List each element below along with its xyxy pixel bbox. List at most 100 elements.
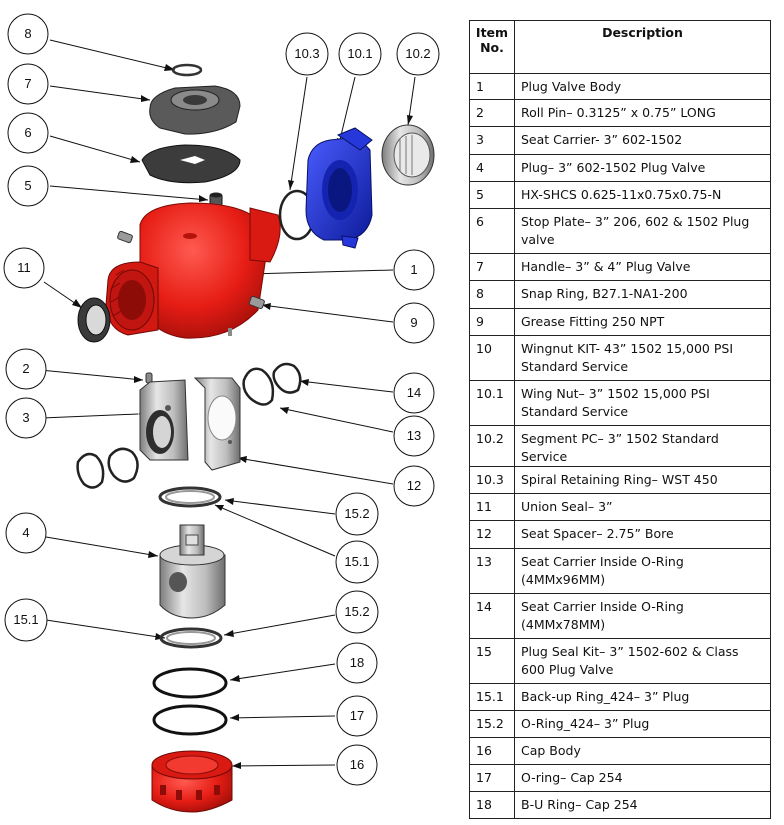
callout-15-1-upper: 15.1	[344, 554, 369, 569]
item-number: 15.2	[469, 710, 515, 738]
wing-nut-part	[305, 127, 373, 249]
item-description: Seat Carrier Inside O-Ring (4MMx78MM)	[514, 593, 771, 639]
item-description: Handle– 3” & 4” Plug Valve	[514, 253, 771, 281]
plug-part	[159, 524, 226, 619]
segment-pc-part	[381, 124, 435, 186]
item-number: 6	[469, 208, 515, 254]
callout-4: 4	[22, 525, 29, 540]
item-description: Grease Fitting 250 NPT	[514, 308, 771, 336]
item-description: Union Seal– 3”	[514, 493, 771, 521]
o-ring-cap-part	[152, 704, 228, 736]
callout-15-2-lower: 15.2	[344, 604, 369, 619]
item-number: 10.1	[469, 380, 515, 426]
plug-valve-body-part	[105, 202, 281, 339]
callout-17: 17	[350, 708, 364, 723]
item-number: 1	[469, 73, 515, 100]
item-description: O-ring– Cap 254	[514, 764, 771, 792]
item-number: 2	[469, 99, 515, 127]
item-description: Wingnut KIT- 43” 1502 15,000 PSI Standar…	[514, 335, 771, 381]
item-number: 18	[469, 791, 515, 819]
grease-fitting-part	[248, 295, 265, 310]
item-description: Roll Pin– 0.3125” x 0.75” LONG	[514, 99, 771, 127]
item-number: 10.3	[469, 466, 515, 494]
callout-11: 11	[17, 260, 31, 275]
item-number: 4	[469, 154, 515, 182]
callout-9: 9	[410, 315, 417, 330]
item-description: Snap Ring, B27.1-NA1-200	[514, 280, 771, 309]
callout-10-3: 10.3	[294, 46, 319, 61]
header-item-no: Item No.	[469, 20, 515, 74]
item-number: 15.1	[469, 683, 515, 711]
callout-2: 2	[22, 361, 29, 376]
item-description: Plug– 3” 602-1502 Plug Valve	[514, 154, 771, 182]
callout-13: 13	[407, 428, 421, 443]
item-number: 5	[469, 181, 515, 209]
item-number: 11	[469, 493, 515, 521]
callout-15-2-upper: 15.2	[344, 506, 369, 521]
item-description: Segment PC– 3” 1502 Standard Service	[514, 425, 771, 467]
union-seal-part	[77, 297, 111, 343]
item-number: 8	[469, 280, 515, 309]
callout-10-1: 10.1	[347, 46, 372, 61]
parts-table-header: Item No. Description	[469, 20, 771, 74]
callout-7: 7	[24, 76, 31, 91]
item-number: 7	[469, 253, 515, 281]
item-number: 15	[469, 638, 515, 684]
item-number: 16	[469, 737, 515, 765]
item-description: Seat Spacer– 2.75” Bore	[514, 520, 771, 549]
seat-spacer-part	[193, 377, 241, 471]
item-description: Cap Body	[514, 737, 771, 765]
item-description: HX-SHCS 0.625-11x0.75x0.75-N	[514, 181, 771, 209]
item-number: 3	[469, 126, 515, 155]
header-description: Description	[514, 20, 771, 74]
callout-12: 12	[407, 478, 421, 493]
callout-3: 3	[22, 410, 29, 425]
callout-8: 8	[24, 26, 31, 41]
hex-screw-part	[209, 192, 223, 207]
item-description: Wing Nut– 3” 1502 15,000 PSI Standard Se…	[514, 380, 771, 426]
callout-6: 6	[24, 125, 31, 140]
item-description: Plug Seal Kit– 3” 1502-602 & Class 600 P…	[514, 638, 771, 684]
item-description: Stop Plate– 3” 206, 602 & 1502 Plug valv…	[514, 208, 771, 254]
item-description: O-Ring_424– 3” Plug	[514, 710, 771, 738]
seat-carrier-o-rings-left-part	[76, 447, 139, 489]
cap-body-part	[151, 750, 233, 813]
item-number: 13	[469, 548, 515, 594]
item-description: Back-up Ring_424– 3” Plug	[514, 683, 771, 711]
plug-seal-rings-lower-part	[159, 627, 223, 649]
exploded-view-diagram: 8 7 6 5 11 10.3 10.1 10.2 1 9 2 3 14 13 …	[3, 13, 440, 813]
callout-15-1-lower: 15.1	[13, 612, 38, 627]
leader-lines	[39, 39, 416, 767]
item-description: B-U Ring– Cap 254	[514, 791, 771, 819]
callouts	[3, 13, 440, 786]
plug-seal-rings-upper-part	[158, 486, 222, 508]
callout-1: 1	[410, 262, 417, 277]
seat-carrier-part	[139, 379, 189, 461]
item-description: Seat Carrier Inside O-Ring (4MMx96MM)	[514, 548, 771, 594]
item-number: 17	[469, 764, 515, 792]
callout-labels: 8 7 6 5 11 10.3 10.1 10.2 1 9 2 3 14 13 …	[13, 26, 430, 772]
item-number: 10	[469, 335, 515, 381]
seat-carrier-o-rings-part	[242, 362, 302, 406]
callout-5: 5	[24, 178, 31, 193]
bu-ring-part	[152, 667, 228, 699]
